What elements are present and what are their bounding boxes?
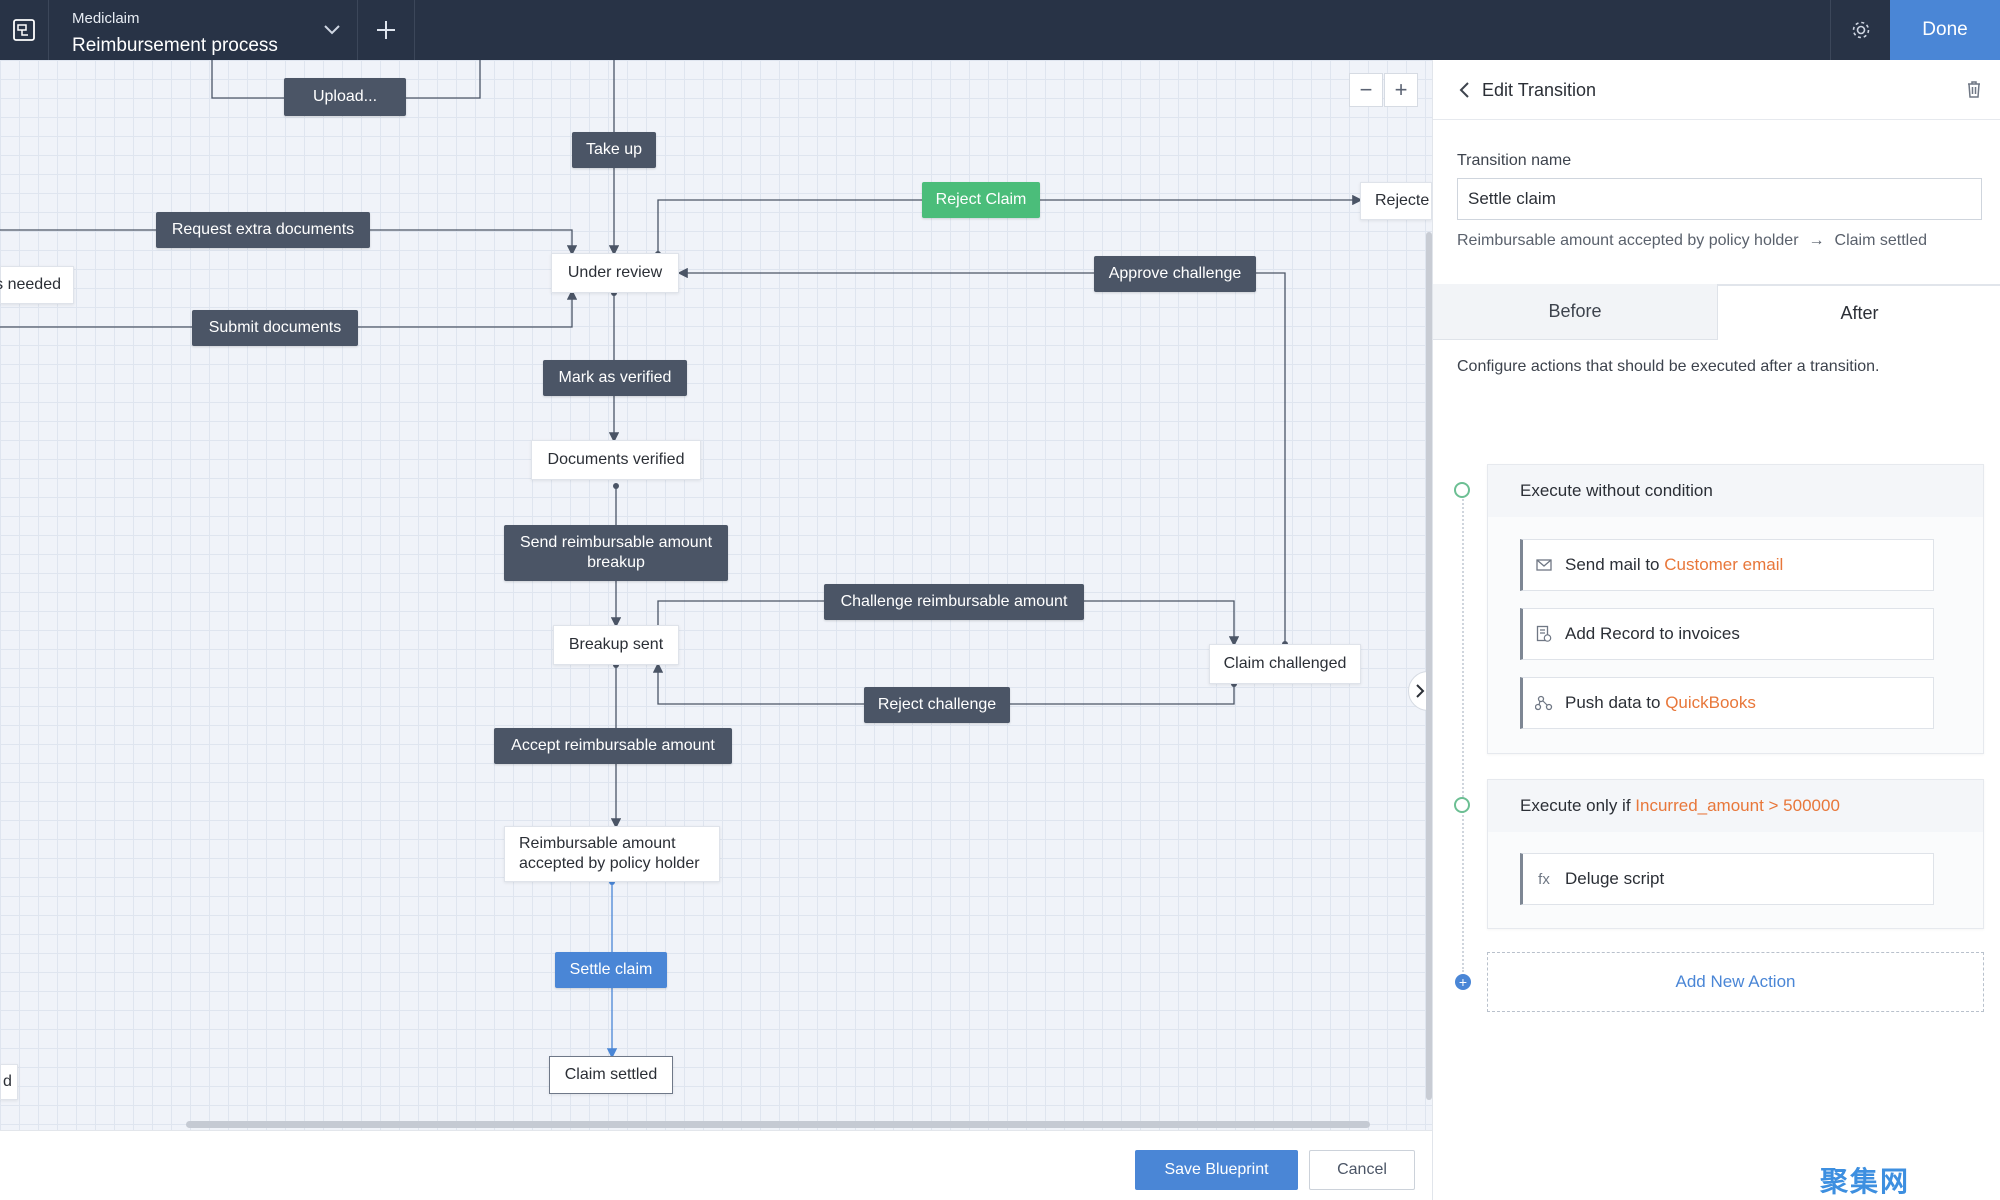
gear-icon <box>1852 21 1869 39</box>
transition-challenge-reimbursable-amount[interactable]: Challenge reimbursable amount <box>824 584 1084 620</box>
footer-bar: Save Blueprint Cancel <box>0 1130 1432 1200</box>
block-title: Execute without condition <box>1488 465 1983 517</box>
add-process-button[interactable] <box>357 0 415 60</box>
horizontal-scrollbar[interactable] <box>186 1121 1370 1128</box>
chevron-down-icon[interactable] <box>318 16 346 44</box>
condition-expression[interactable]: Incurred_amount > 500000 <box>1635 796 1840 815</box>
save-blueprint-button[interactable]: Save Blueprint <box>1135 1150 1298 1190</box>
state-label-line2: accepted by policy holder <box>519 855 700 872</box>
action-label: Send mail to <box>1565 555 1665 574</box>
to-state: Claim settled <box>1834 232 1928 249</box>
transition-reject-claim[interactable]: Reject Claim <box>922 182 1040 218</box>
record-icon <box>1523 625 1565 643</box>
timeline-dot-icon <box>1454 482 1470 498</box>
transition-path: Reimbursable amount accepted by policy h… <box>1457 232 1927 250</box>
watermark-text: 聚集网 <box>1820 1166 1911 1197</box>
zoom-out-button[interactable]: − <box>1349 73 1383 107</box>
action-highlight: QuickBooks <box>1665 693 1756 712</box>
arrow-right-icon: → <box>1808 232 1825 249</box>
settings-button[interactable] <box>1830 0 1890 60</box>
vertical-scrollbar[interactable] <box>1426 232 1432 1100</box>
transition-submit-documents[interactable]: Submit documents <box>192 310 358 346</box>
done-button[interactable]: Done <box>1890 0 2000 60</box>
timeline-line <box>1462 492 1464 972</box>
transition-upload[interactable]: Upload... <box>284 78 406 116</box>
condition-block-always: Execute without condition Send mail to C… <box>1487 464 1984 754</box>
process-titles: Mediclaim Reimbursement process <box>72 10 278 57</box>
process-name: Reimbursement process <box>72 35 278 56</box>
from-state: Reimbursable amount accepted by policy h… <box>1457 232 1799 249</box>
edit-transition-panel: Edit Transition Transition name Reimburs… <box>1432 60 2000 1200</box>
plus-icon <box>377 21 395 39</box>
transition-name-input[interactable] <box>1457 178 1982 220</box>
app-name: Mediclaim <box>72 10 140 27</box>
tab-after[interactable]: After <box>1718 284 2000 340</box>
action-label: Deluge script <box>1565 869 1665 888</box>
action-send-mail[interactable]: Send mail to Customer email <box>1520 539 1934 591</box>
add-new-action-button[interactable]: Add New Action <box>1487 952 1984 1012</box>
panel-header: Edit Transition <box>1433 60 2000 120</box>
tab-before[interactable]: Before <box>1433 284 1718 340</box>
transition-approve-challenge[interactable]: Approve challenge <box>1094 256 1256 292</box>
chevron-right-icon <box>1416 684 1425 698</box>
block-title-prefix: Execute only if <box>1520 796 1636 815</box>
action-highlight: Customer email <box>1664 555 1784 574</box>
action-label: Add Record to invoices <box>1565 624 1740 643</box>
timeline-dot-icon <box>1454 797 1470 813</box>
function-icon: fx <box>1538 870 1550 888</box>
state-label-line1: Reimbursable amount <box>519 835 676 852</box>
state-amount-accepted[interactable]: Reimbursable amount accepted by policy h… <box>504 826 720 882</box>
transition-mark-as-verified[interactable]: Mark as verified <box>543 360 687 396</box>
state-documents-verified[interactable]: Documents verified <box>531 440 701 480</box>
panel-title: Edit Transition <box>1482 80 1597 100</box>
action-add-record[interactable]: Add Record to invoices <box>1520 608 1934 660</box>
blueprint-icon[interactable] <box>0 0 49 60</box>
state-claim-settled[interactable]: Claim settled <box>549 1056 673 1094</box>
transition-send-reimbursable-breakup[interactable]: Send reimbursable amount breakup <box>504 525 728 581</box>
blueprint-canvas[interactable]: Upload... Take up Reject Claim Request e… <box>0 60 1432 1130</box>
tab-description: Configure actions that should be execute… <box>1457 358 1880 375</box>
condition-block-if: Execute only if Incurred_amount > 500000… <box>1487 779 1984 929</box>
tab-bar: Before After <box>1433 284 2000 340</box>
action-deluge-script[interactable]: fx Deluge script <box>1520 853 1934 905</box>
block-title: Execute only if Incurred_amount > 500000 <box>1488 780 1983 832</box>
zoom-in-button[interactable]: + <box>1384 73 1418 107</box>
state-claim-challenged[interactable]: Claim challenged <box>1209 644 1361 684</box>
transition-label-line1: Send reimbursable amount <box>519 534 713 551</box>
state-under-review[interactable]: Under review <box>551 253 679 293</box>
cancel-button[interactable]: Cancel <box>1309 1150 1415 1190</box>
state-left-fragment[interactable]: d <box>0 1064 18 1100</box>
state-rejected[interactable]: Rejecte <box>1360 182 1432 220</box>
state-breakup-sent[interactable]: Breakup sent <box>553 625 679 665</box>
add-circle-icon[interactable]: + <box>1455 974 1471 990</box>
mail-icon <box>1523 559 1565 571</box>
trash-icon[interactable] <box>1963 78 1985 100</box>
transition-label-line2: breakup <box>587 554 645 571</box>
transition-request-extra-documents[interactable]: Request extra documents <box>156 212 370 248</box>
transition-take-up[interactable]: Take up <box>572 132 656 168</box>
state-documents-needed[interactable]: s needed <box>0 266 74 304</box>
transition-accept-reimbursable-amount[interactable]: Accept reimbursable amount <box>494 728 732 764</box>
integration-icon <box>1523 695 1565 711</box>
transition-reject-challenge[interactable]: Reject challenge <box>864 687 1010 723</box>
transition-name-label: Transition name <box>1457 152 1572 169</box>
back-icon[interactable] <box>1455 80 1475 100</box>
action-push-data[interactable]: Push data to QuickBooks <box>1520 677 1934 729</box>
top-bar: Mediclaim Reimbursement process Done <box>0 0 2000 60</box>
transition-settle-claim[interactable]: Settle claim <box>555 952 667 988</box>
action-label: Push data to <box>1565 693 1666 712</box>
